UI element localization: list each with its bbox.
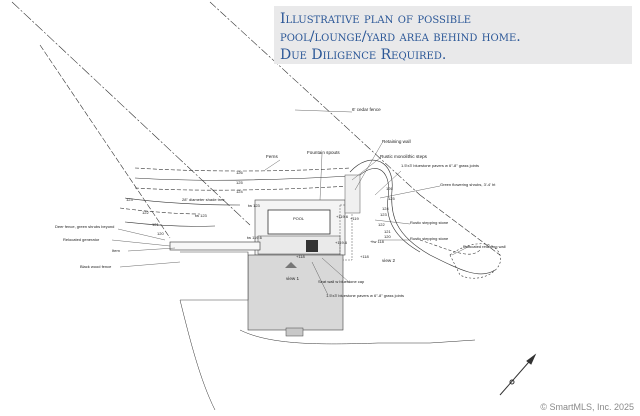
label-shade-tree: 28" diameter shade tree — [182, 197, 225, 202]
house-left-wing — [180, 251, 249, 301]
contour-label-120b: 120 — [384, 234, 391, 239]
contour-label-125b: 125 — [388, 196, 395, 201]
spot-elevation-5: +119.6 — [335, 240, 348, 245]
caption-line-2: pool/lounge/yard area behind home. — [280, 29, 521, 45]
label-cedar-fence: 6' cedar fence — [352, 107, 381, 112]
label-item: Item — [112, 248, 120, 253]
contour-label-121b: 121 — [384, 229, 391, 234]
spot-elevation-1: tw 123 — [195, 213, 208, 218]
caption-line-1: Illustrative plan of possible — [280, 11, 472, 27]
lot-line-bottom-left — [179, 299, 216, 411]
contour-label-121a: 121 — [152, 222, 159, 227]
contour-label-123b: 123 — [380, 212, 387, 217]
house-lower-outline — [239, 329, 476, 345]
spot-elevation-9: +119 — [350, 216, 359, 221]
label-ferns: Ferns — [266, 154, 278, 159]
label-fountain-spouts: Fountain spouts — [307, 150, 340, 155]
view-1-marker — [285, 262, 297, 268]
house — [180, 251, 344, 337]
property-line-left — [39, 44, 171, 239]
label-deer-fence: Deer fence, green shrubs beyond — [55, 224, 114, 229]
contour-label-125a: 125 — [236, 180, 243, 185]
contour-123 — [124, 197, 241, 206]
spot-elevation-2: tw 123 — [248, 203, 261, 208]
spot-elevation-7: +118 — [360, 254, 369, 259]
pool-shape — [267, 209, 331, 235]
label-view-1: view 1 — [286, 276, 299, 281]
label-black-wood-fence: Black wood fence — [80, 264, 112, 269]
label-stepping-stone-2: Rustic stepping stone — [410, 236, 449, 241]
contour-label-126b: 126 — [386, 186, 393, 191]
fountain-table — [306, 240, 318, 252]
label-relocated-generator: Relocated generator — [63, 237, 100, 242]
label-seat-wall: Seat wall w bluestone cap — [318, 279, 365, 284]
pool-area — [169, 174, 361, 261]
contour-125 — [134, 175, 351, 181]
contour-126 — [134, 167, 351, 172]
copyright-watermark: © SmartMLS, Inc. 2025 — [540, 402, 634, 412]
label-relocated-retaining-wall: Relocated retaining wall — [463, 244, 506, 249]
step-block — [344, 174, 361, 214]
caption-box: Illustrative plan of possible pool/loung… — [274, 6, 632, 64]
contour-label-120a: 120 — [157, 231, 164, 236]
label-green-flowering-shrubs: Green flowering shrubs, 3'-4' ht — [440, 182, 496, 187]
label-stepping-stone-1: Rustic stepping stone — [410, 220, 449, 225]
contour-label-123a: 123 — [126, 197, 133, 202]
caption-line-3: Due Diligence Required. — [280, 47, 447, 63]
contour-label-126a: 126 — [236, 170, 243, 175]
lower-terrace — [257, 235, 341, 255]
cedar-fence-line — [11, 1, 251, 226]
contour-label-124a: 124 — [236, 189, 243, 194]
spot-elevation-8: +tw 118 — [370, 239, 385, 244]
slope-curve-1 — [349, 159, 496, 275]
contour-122 — [119, 207, 201, 215]
contour-124 — [134, 185, 351, 191]
label-pool: POOL — [293, 216, 305, 221]
spot-elevation-3: +119.6 — [336, 214, 349, 219]
north-arrow-icon — [499, 353, 537, 396]
label-view-2: view 2 — [382, 258, 395, 263]
property-line-right — [419, 194, 501, 256]
contour-label-124b: 124 — [382, 206, 389, 211]
spot-elevation-4: tw 119.6 — [247, 235, 263, 240]
label-rustic-steps: Rustic monolithic steps — [380, 154, 428, 159]
relocated-retaining-wall-shape — [449, 243, 501, 279]
contour-label-122a: 122 — [142, 210, 149, 215]
walkway — [169, 241, 261, 251]
contour-121 — [124, 221, 216, 227]
house-step — [285, 327, 304, 337]
property-line-top — [209, 1, 421, 196]
spot-elevation-6: +118 — [296, 254, 305, 259]
label-bluestone-pavers-bottom: 1.5'x3' bluestone pavers w 6"-8" grass j… — [326, 293, 404, 298]
label-bluestone-pavers-top: 1.5'x3' bluestone pavers w 6"-8" grass j… — [401, 163, 479, 168]
contour-label-122b: 122 — [378, 222, 385, 227]
label-retaining-wall: Retaining wall — [382, 139, 411, 144]
